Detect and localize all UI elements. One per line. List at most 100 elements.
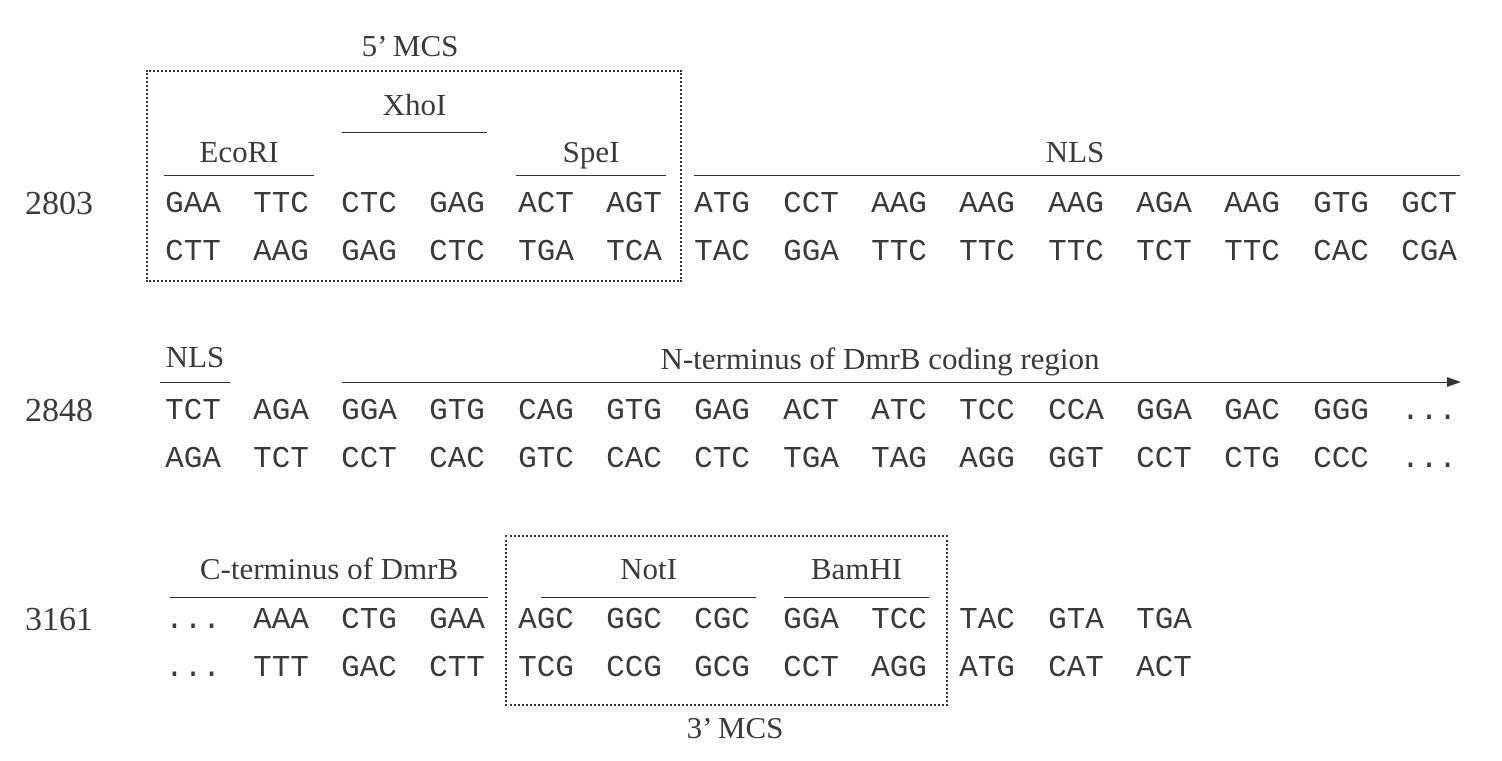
codon: GAA (165, 187, 221, 222)
codon: CAC (1313, 235, 1369, 270)
position-label-row2: 2848 (25, 392, 93, 429)
codon: TCT (165, 394, 221, 429)
codon: TTC (253, 187, 309, 222)
codon: ATG (694, 187, 750, 222)
codon: TGA (518, 235, 574, 270)
codon: AGG (871, 651, 927, 686)
codon: TGA (783, 442, 839, 477)
noti-bar (541, 597, 756, 598)
codon: AAG (871, 187, 927, 222)
codon: CAC (606, 442, 662, 477)
bamhi-label: BamHI (810, 551, 903, 586)
codon: TTC (959, 235, 1015, 270)
mcs3-label: 3’ MCS (686, 710, 784, 745)
codon: TCT (253, 442, 309, 477)
spei-bar (516, 175, 666, 176)
codon: GGA (341, 394, 397, 429)
codon: TTT (253, 651, 309, 686)
codon: AGC (518, 603, 574, 638)
codon: ... (1401, 442, 1457, 477)
codon: GGT (1048, 442, 1104, 477)
codon: CCT (1136, 442, 1192, 477)
codon: AGA (165, 442, 221, 477)
codon: AAG (1048, 187, 1104, 222)
codon: TAC (694, 235, 750, 270)
codon: CGA (1401, 235, 1457, 270)
codon: TCT (1136, 235, 1192, 270)
codon: TCC (959, 394, 1015, 429)
codon: ... (165, 651, 221, 686)
row3-bottom-strand: ... TTT GAC CTT TCG CCG GCG CCT AGG ATG … (0, 649, 1502, 689)
codon: GAA (429, 603, 485, 638)
codon: GAG (429, 187, 485, 222)
codon: TCA (606, 235, 662, 270)
codon: AAG (253, 235, 309, 270)
codon: AGG (959, 442, 1015, 477)
codon: GTG (429, 394, 485, 429)
ecori-bar (164, 175, 314, 176)
ecori-label: EcoRI (199, 134, 279, 169)
codon: TCC (871, 603, 927, 638)
codon: TTC (871, 235, 927, 270)
codon: ACT (1136, 651, 1192, 686)
codon: GTA (1048, 603, 1104, 638)
row1-bottom-strand: CTT AAG GAG CTC TGA TCA TAC GGA TTC TTC … (0, 233, 1502, 273)
nls-label-row2: NLS (165, 339, 225, 374)
row2-top-strand: TCT AGA GGA GTG CAG GTG GAG ACT ATC TCC … (0, 392, 1502, 432)
xhoi-label: XhoI (382, 87, 447, 122)
codon: CTC (694, 442, 750, 477)
codon: GTG (606, 394, 662, 429)
codon: CTT (429, 651, 485, 686)
dmrb-n-terminus-arrow-line (342, 382, 1448, 383)
position-label-row1: 2803 (25, 185, 93, 222)
codon: AGA (253, 394, 309, 429)
noti-label: NotI (620, 551, 677, 586)
row3-top-strand: ... AAA CTG GAA AGC GGC CGC GGA TCC TAC … (0, 601, 1502, 641)
codon: AAG (1224, 187, 1280, 222)
bamhi-bar (784, 597, 929, 598)
codon: TCG (518, 651, 574, 686)
spei-label: SpeI (562, 134, 620, 169)
mcs5-box (146, 70, 682, 282)
codon: AGT (606, 187, 662, 222)
dmrb-c-terminus-bar (170, 597, 488, 598)
codon: GGA (1136, 394, 1192, 429)
codon: GTG (1313, 187, 1369, 222)
codon: GGG (1313, 394, 1369, 429)
nls-bar-row1 (694, 175, 1460, 176)
codon: AGA (1136, 187, 1192, 222)
codon: GAC (1224, 394, 1280, 429)
codon: CTC (341, 187, 397, 222)
codon: GTC (518, 442, 574, 477)
row2-bottom-strand: AGA TCT CCT CAC GTC CAC CTC TGA TAG AGG … (0, 440, 1502, 480)
codon: CCT (341, 442, 397, 477)
codon: CAG (518, 394, 574, 429)
codon: CGC (694, 603, 750, 638)
row1-top-strand: GAA TTC CTC GAG ACT AGT ATG CCT AAG AAG … (0, 185, 1502, 225)
codon: CTG (1224, 442, 1280, 477)
codon: ATG (959, 651, 1015, 686)
codon: AAA (253, 603, 309, 638)
codon: TAG (871, 442, 927, 477)
mcs3-box (505, 535, 948, 706)
xhoi-bar (342, 132, 487, 133)
codon: GCG (694, 651, 750, 686)
codon: GAG (341, 235, 397, 270)
codon: CCG (606, 651, 662, 686)
codon: TTC (1224, 235, 1280, 270)
codon: CAT (1048, 651, 1104, 686)
codon: GAC (341, 651, 397, 686)
codon: CTC (429, 235, 485, 270)
codon: AAG (959, 187, 1015, 222)
codon: CCA (1048, 394, 1104, 429)
codon: CTT (165, 235, 221, 270)
codon: CCC (1313, 442, 1369, 477)
codon: CAC (429, 442, 485, 477)
codon: TGA (1136, 603, 1192, 638)
codon: CCT (783, 187, 839, 222)
codon: CTG (341, 603, 397, 638)
codon: GGC (606, 603, 662, 638)
codon: GGA (783, 603, 839, 638)
nls-label-row1: NLS (1045, 134, 1105, 169)
